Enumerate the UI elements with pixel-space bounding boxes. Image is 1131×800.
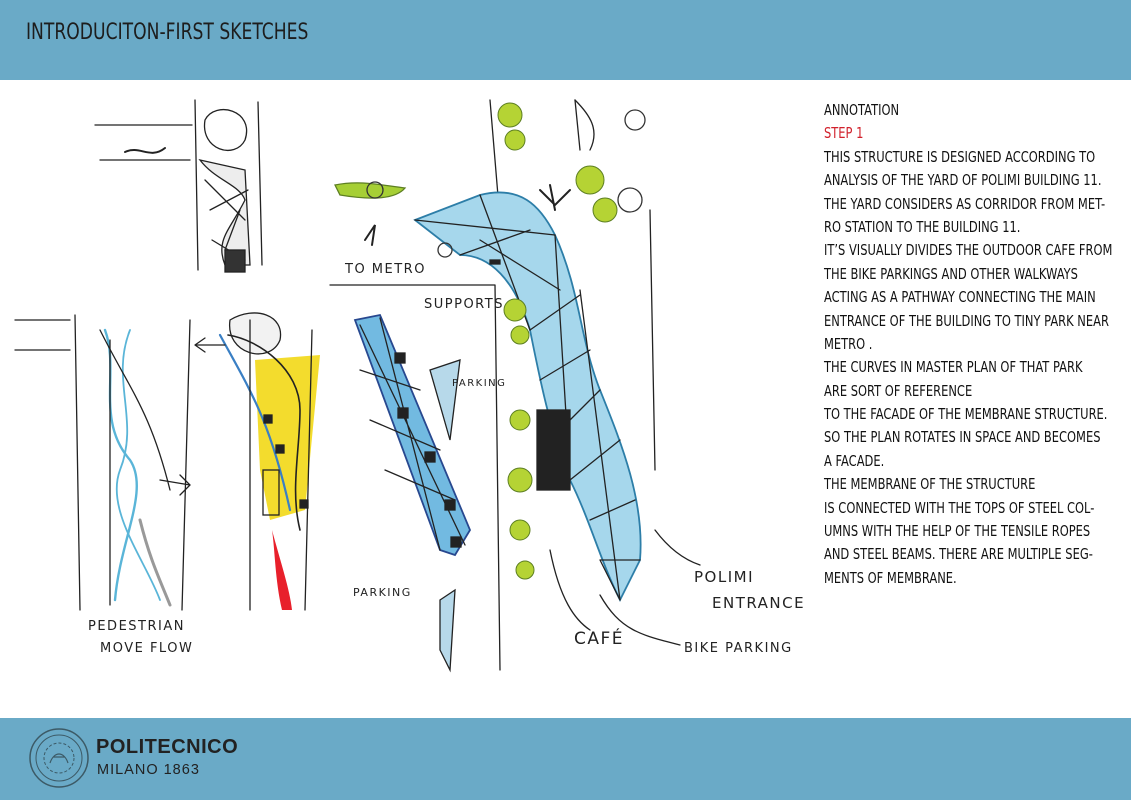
label-cafe: CAFÉ bbox=[574, 627, 624, 649]
sketch-illustration: TO METRO SUPPORTS PARKING PARKING PEDEST… bbox=[14, 99, 805, 673]
annotation-line: TO THE FACADE OF THE MEMBRANE STRUCTURE. bbox=[824, 405, 1108, 424]
label-pedestrian: PEDESTRIAN bbox=[88, 619, 185, 634]
annotation-line: SO THE PLAN ROTATES IN SPACE AND BECOMES bbox=[824, 428, 1101, 447]
annotation-line: ARE SORT OF REFERENCE bbox=[824, 381, 973, 400]
label-bike-parking: BIKE PARKING bbox=[684, 641, 793, 656]
footer-band bbox=[0, 718, 1131, 800]
label-polimi: POLIMI bbox=[694, 568, 754, 586]
logo-subtitle: MILANO 1863 bbox=[97, 762, 200, 778]
annotation-step: STEP 1 bbox=[824, 124, 864, 143]
annotation-line: IT’S VISUALLY DIVIDES THE OUTDOOR CAFE F… bbox=[824, 241, 1113, 260]
label-entrance: ENTRANCE bbox=[712, 594, 805, 612]
annotation-line: THE BIKE PARKINGS AND OTHER WALKWAYS bbox=[824, 264, 1078, 283]
logo-name: POLITECNICO bbox=[96, 736, 239, 758]
annotation-line: UMNS WITH THE HELP OF THE TENSILE ROPES bbox=[824, 522, 1091, 541]
annotation-line: AND STEEL BEAMS. THERE ARE MULTIPLE SEG- bbox=[824, 545, 1093, 564]
annotation-line: THIS STRUCTURE IS DESIGNED ACCORDING TO bbox=[824, 147, 1096, 166]
politecnico-seal-icon bbox=[29, 728, 89, 788]
label-move-flow: MOVE FLOW bbox=[100, 641, 193, 656]
membrane-plan-sketch bbox=[366, 99, 701, 646]
annotation-line: ENTRANCE OF THE BUILDING TO TINY PARK NE… bbox=[824, 311, 1109, 330]
header-band bbox=[0, 0, 1131, 80]
label-supports: SUPPORTS bbox=[424, 297, 504, 312]
label-to-metro: TO METRO bbox=[344, 262, 426, 277]
annotation-line: THE MEMBRANE OF THE STRUCTURE bbox=[824, 475, 1036, 494]
label-parking-upper: PARKING bbox=[452, 378, 506, 389]
annotation-line: RO STATION TO THE BUILDING 11. bbox=[824, 217, 1021, 236]
annotation-panel: ANNOTATION STEP 1 THIS STRUCTURE IS DESI… bbox=[824, 99, 1124, 590]
annotation-line: MENTS OF MEMBRANE. bbox=[824, 568, 957, 587]
label-parking-lower: PARKING bbox=[353, 586, 412, 599]
annotation-heading: ANNOTATION bbox=[824, 101, 900, 119]
annotation-line: ANALYSIS OF THE YARD OF POLIMI BUILDING … bbox=[824, 171, 1102, 190]
page-title: INTRODUCITON-FIRST SKETCHES bbox=[26, 20, 309, 45]
annotation-line: A FACADE. bbox=[824, 451, 885, 470]
blue-structure-sketch bbox=[329, 182, 501, 673]
annotation-line: METRO . bbox=[824, 334, 873, 353]
corridor-sketch bbox=[94, 99, 263, 273]
annotation-line: IS CONNECTED WITH THE TOPS OF STEEL COL- bbox=[824, 498, 1095, 517]
pedestrian-flow-sketch bbox=[14, 314, 191, 611]
annotation-line: THE YARD CONSIDERS AS CORRIDOR FROM MET- bbox=[824, 194, 1106, 213]
annotation-line: THE CURVES IN MASTER PLAN OF THAT PARK bbox=[824, 358, 1083, 377]
annotation-line: ACTING AS A PATHWAY CONNECTING THE MAIN bbox=[824, 288, 1096, 307]
yellow-structure-sketch bbox=[194, 312, 320, 611]
